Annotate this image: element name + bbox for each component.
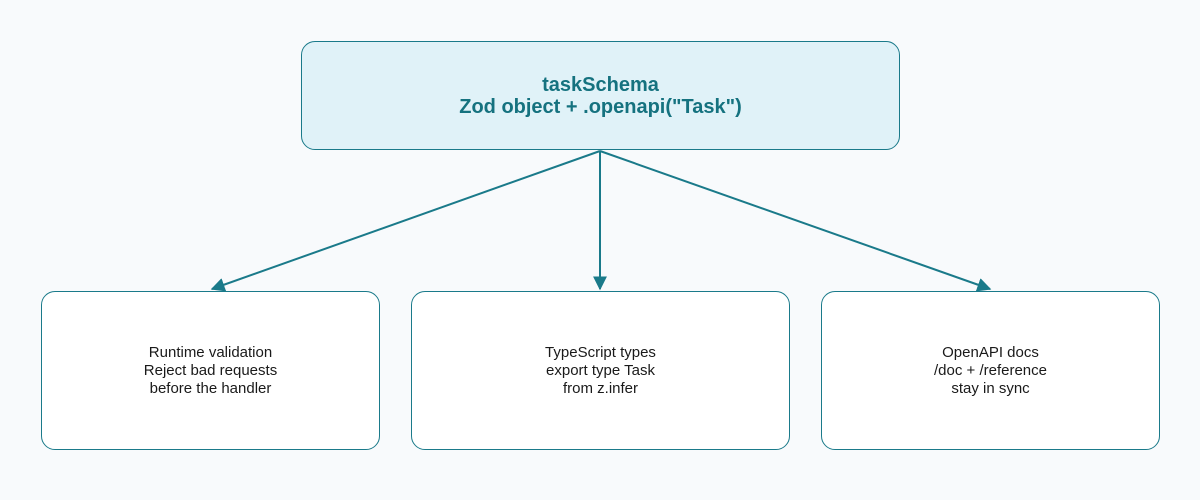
arrow-to-runtime-validation [210,150,601,292]
node-runtime-validation-line-3: before the handler [149,379,272,397]
node-runtime-validation-title: Runtime validation [148,343,273,361]
node-typescript-types-line-3: from z.infer [562,379,638,397]
node-openapi-docs-line-2: /doc + /reference [934,361,1047,379]
root-subtitle: Zod object + .openapi("Task") [459,95,742,118]
arrow-to-openapi-docs [599,150,992,292]
node-runtime-validation-line-2: Reject bad requests [143,361,278,379]
root-title: taskSchema [542,73,659,96]
node-runtime-validation: Runtime validation Reject bad requests b… [41,291,380,450]
root-node-task-schema: taskSchema Zod object + .openapi("Task") [301,41,900,150]
node-typescript-types-title: TypeScript types [545,343,656,361]
node-openapi-docs-line-3: stay in sync [951,379,1030,397]
node-typescript-types-line-2: export type Task [546,361,655,379]
node-typescript-types: TypeScript types export type Task from z… [411,291,790,450]
node-openapi-docs-title: OpenAPI docs [942,343,1039,361]
node-openapi-docs: OpenAPI docs /doc + /reference stay in s… [821,291,1160,450]
